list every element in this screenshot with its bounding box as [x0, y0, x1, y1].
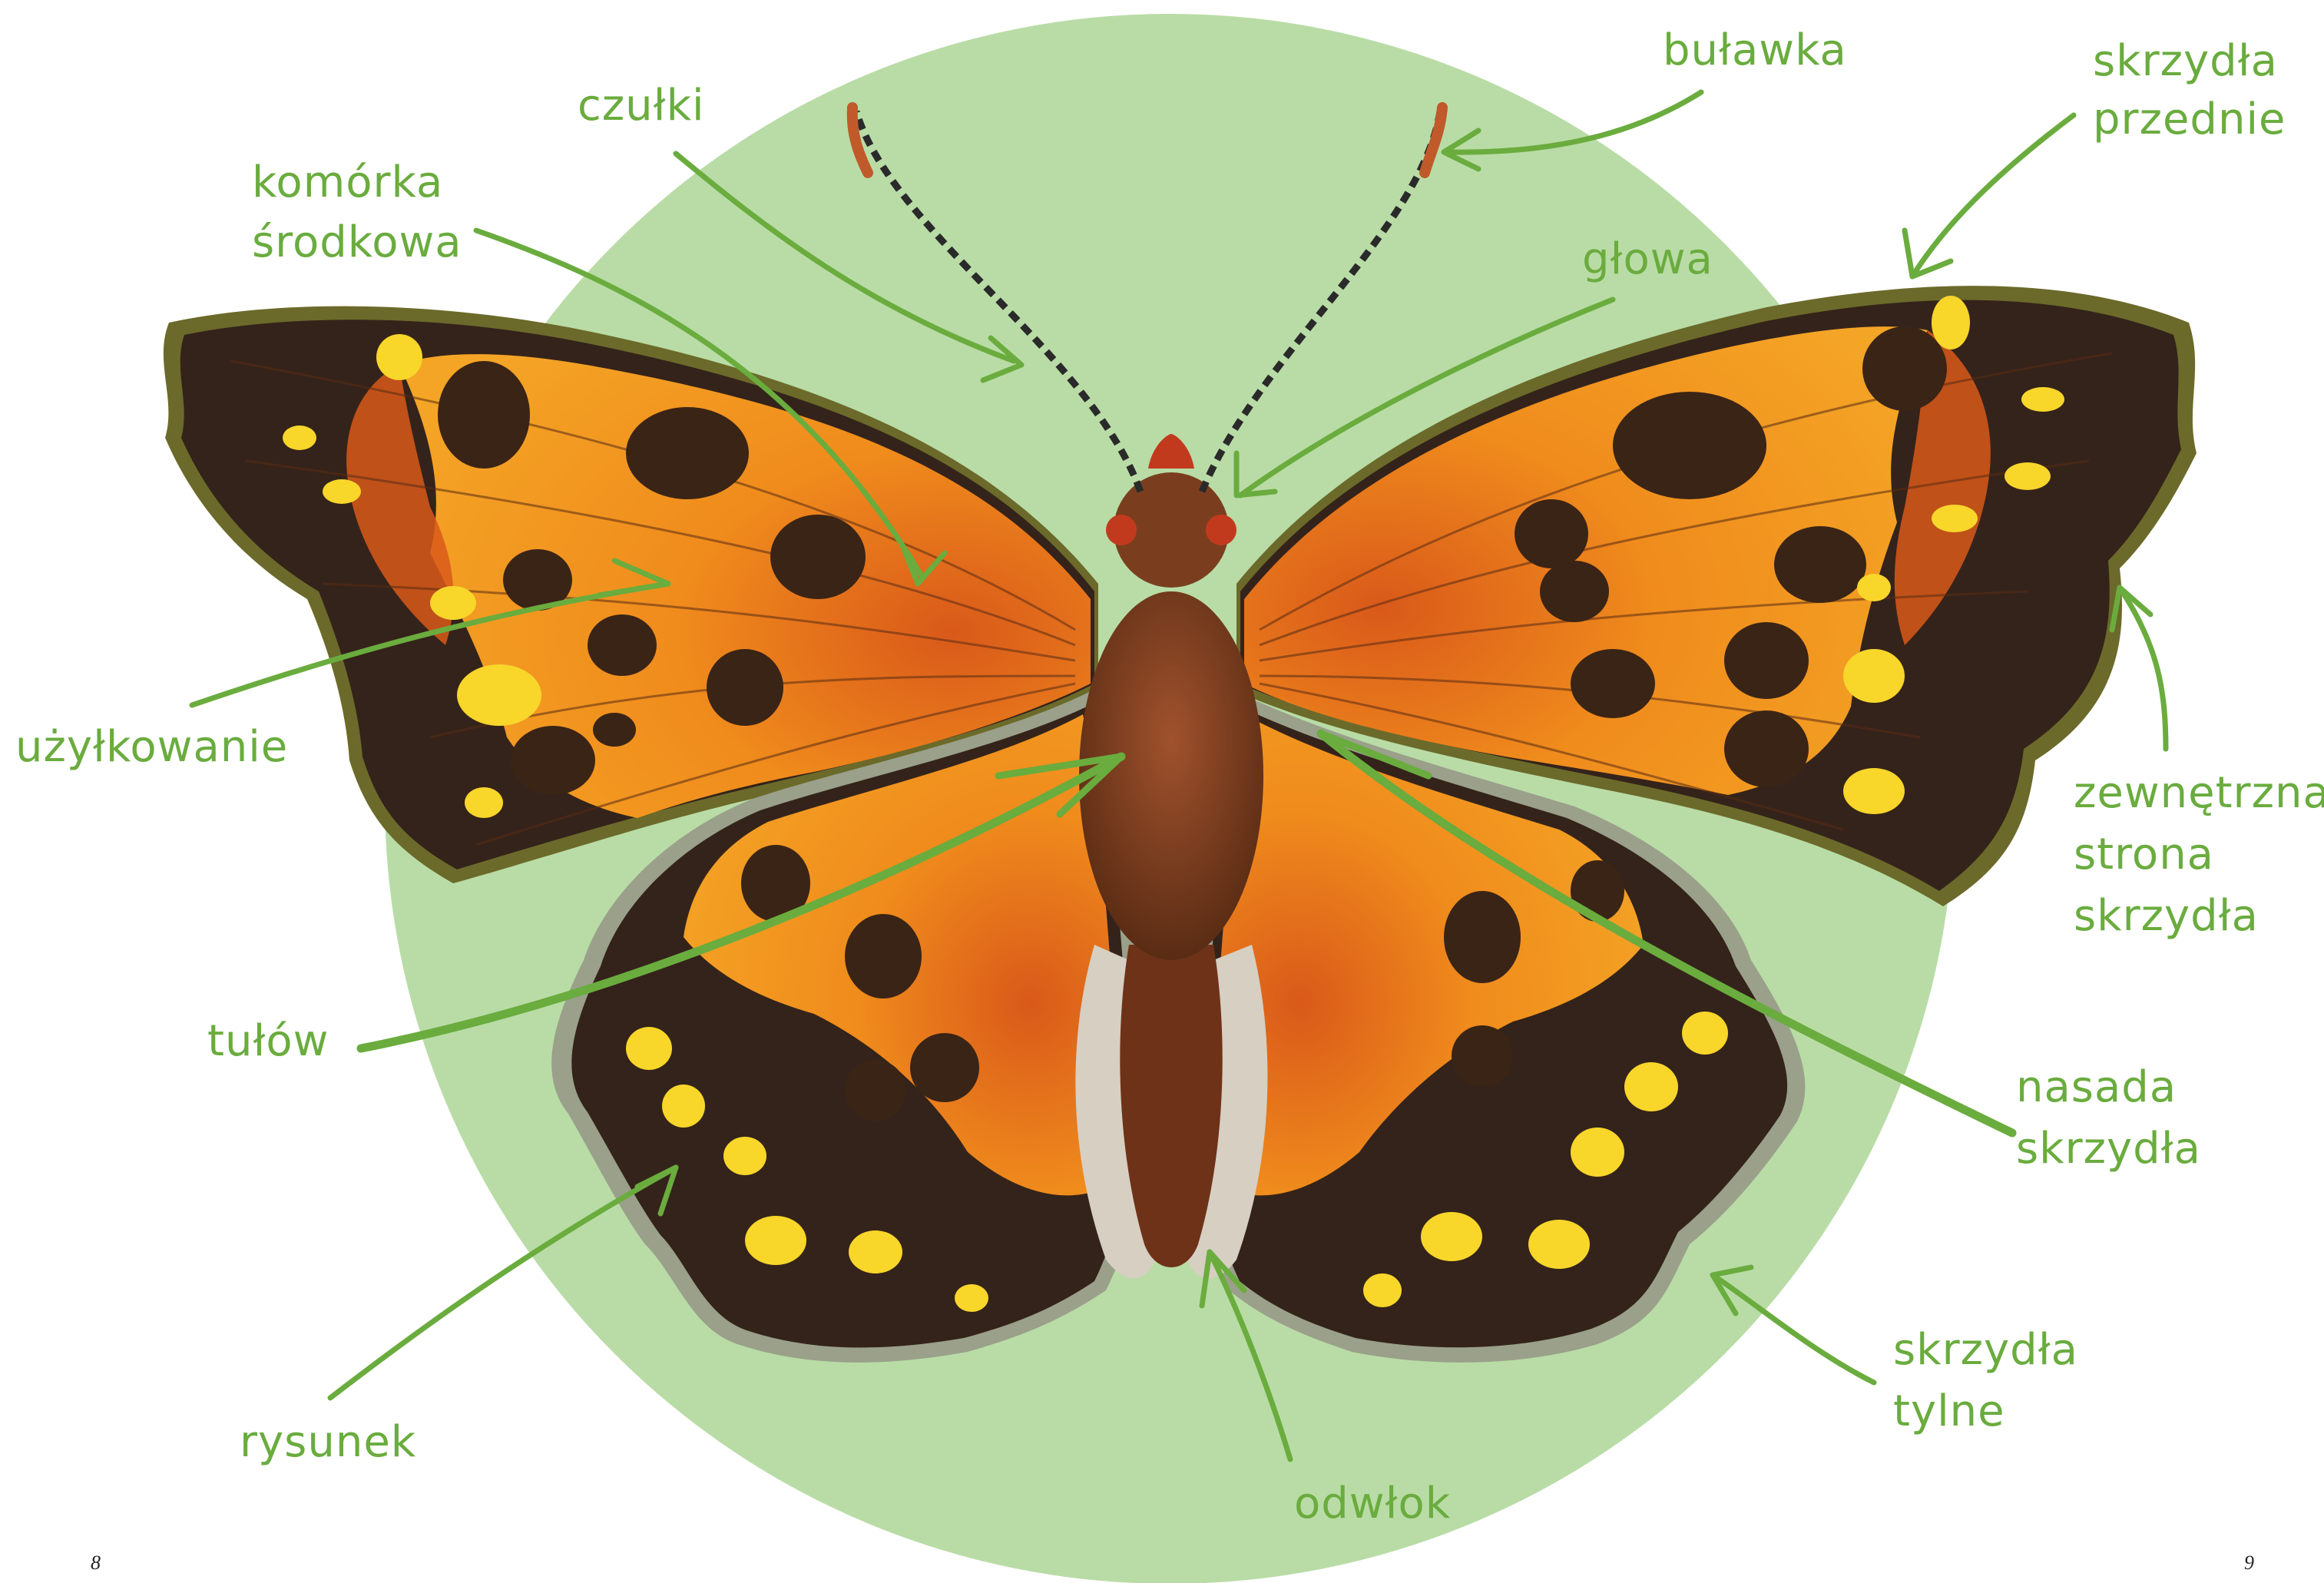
- label-komorka-line1: komórka: [252, 154, 443, 212]
- label-skrzydla-tylne-line2: tylne: [1893, 1383, 2005, 1441]
- leader-zewnetrzna: [2120, 588, 2166, 749]
- label-rysunek: rysunek: [240, 1413, 416, 1472]
- label-glowa: głowa: [1582, 230, 1713, 289]
- label-uzylkowanie: użyłkowanie: [15, 718, 288, 777]
- label-nasada-line1: nasada: [2016, 1058, 2177, 1117]
- page-number-right: 9: [2244, 1552, 2254, 1575]
- label-bulawka: buławka: [1663, 22, 1847, 80]
- label-odwlok: odwłok: [1294, 1475, 1451, 1533]
- thorax: [1079, 591, 1263, 960]
- label-czulki: czułki: [578, 77, 705, 135]
- label-komorka-line2: środkowa: [252, 214, 462, 272]
- label-zewnetrzna-line1: zewnętrzna: [2074, 764, 2324, 823]
- label-skrzydla-przednie-line2: przednie: [2093, 91, 2286, 149]
- label-nasada-line2: skrzydła: [2016, 1120, 2201, 1178]
- page-number-left: 8: [91, 1552, 101, 1575]
- label-tulow: tułów: [207, 1012, 329, 1071]
- label-zewnetrzna-line3: skrzydła: [2074, 887, 2259, 945]
- label-skrzydla-tylne-line1: skrzydła: [1893, 1321, 2078, 1379]
- label-zewnetrzna-line2: strona: [2074, 826, 2214, 884]
- label-skrzydla-przednie-line1: skrzydła: [2093, 32, 2278, 91]
- leader-skrzydla-przednie: [1912, 115, 2074, 277]
